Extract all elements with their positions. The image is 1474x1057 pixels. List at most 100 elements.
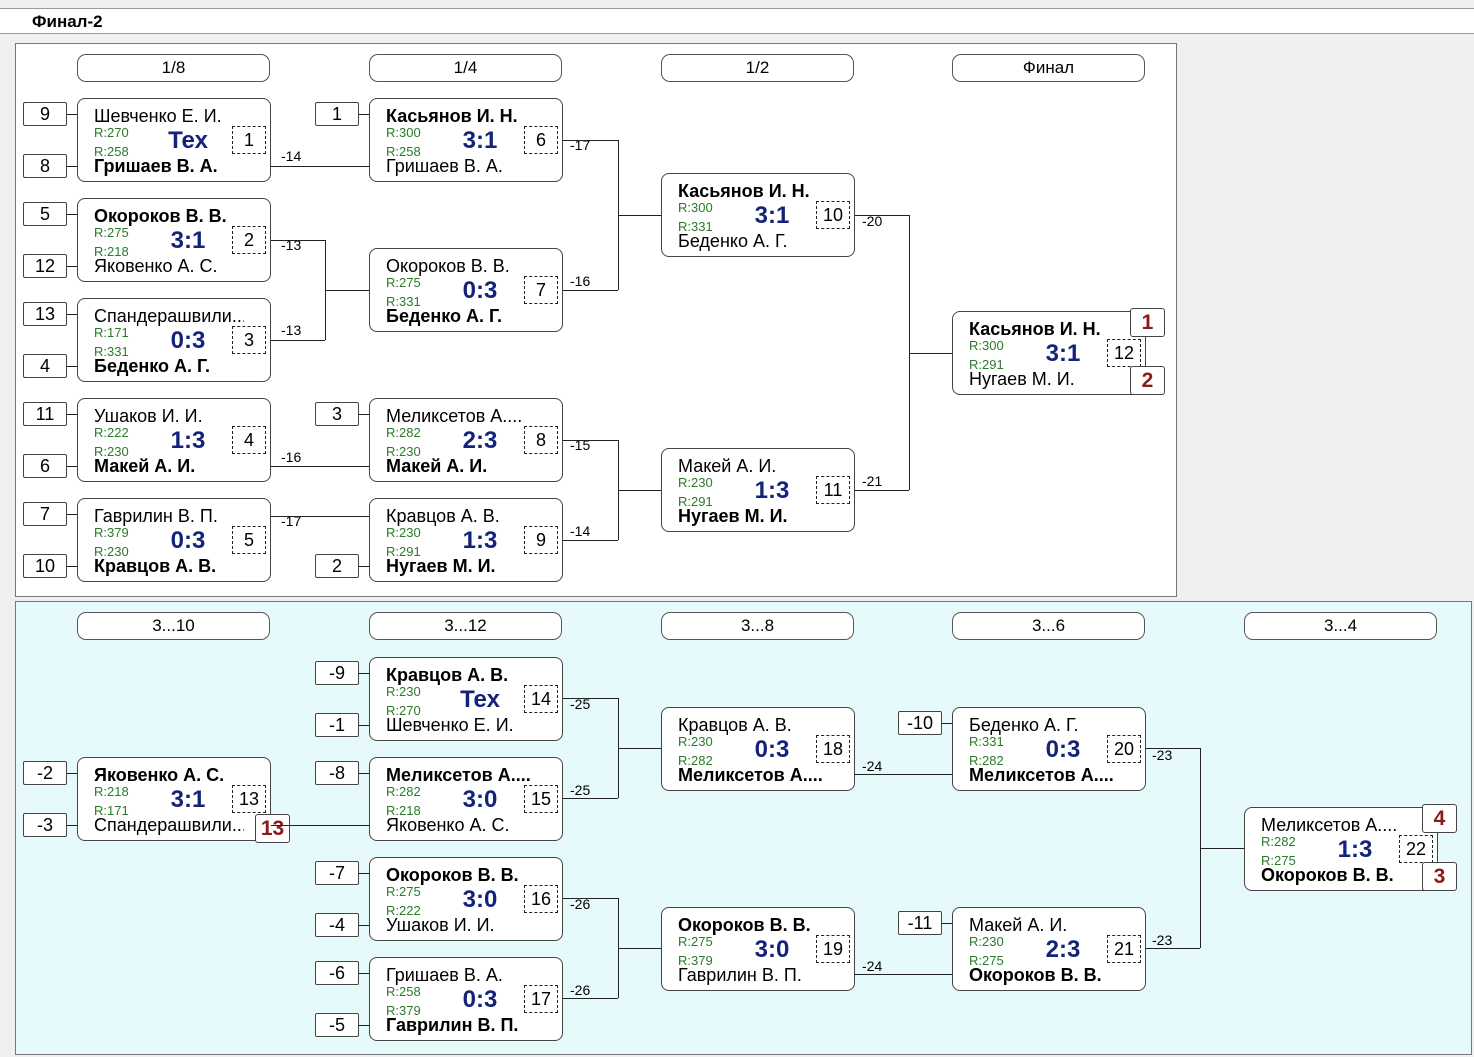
round-header[interactable]: 1/4 — [369, 54, 562, 82]
round-header[interactable]: 3...10 — [77, 612, 270, 640]
player-bottom-name: Окороков В. В. — [1261, 865, 1394, 885]
loser-destination: -26 — [570, 896, 591, 912]
player-top-name: Кравцов А. В. — [386, 665, 509, 685]
player-bottom-name: Нугаев М. И. — [386, 556, 496, 576]
player-bottom-rating: R:331 — [94, 344, 129, 359]
connector-line — [67, 166, 77, 167]
round-header[interactable]: 3...6 — [952, 612, 1145, 640]
round-header[interactable]: 1/8 — [77, 54, 270, 82]
seed-box-bottom: 4 — [23, 354, 67, 378]
connector-line — [359, 925, 369, 926]
player-top-name: Окороков В. В. — [386, 865, 519, 885]
match-number[interactable]: 9 — [524, 526, 558, 554]
match-number[interactable]: 5 — [232, 526, 266, 554]
match-number[interactable]: 3 — [232, 326, 266, 354]
match-score: 0:3 — [462, 986, 498, 1013]
connector-line — [855, 774, 952, 775]
round-header[interactable]: 3...12 — [369, 612, 562, 640]
player-bottom-rating: R:218 — [94, 244, 129, 259]
match-score: 1:3 — [754, 477, 790, 504]
round-header[interactable]: 3...8 — [661, 612, 854, 640]
match-number[interactable]: 4 — [232, 426, 266, 454]
match-number[interactable]: 14 — [524, 685, 558, 713]
connector-line — [359, 1025, 369, 1026]
seed-box-top: -2 — [23, 761, 67, 785]
connector-line — [1200, 848, 1244, 849]
player-bottom-name: Гаврилин В. П. — [386, 1015, 519, 1035]
player-top-name: Макей А. И. — [678, 456, 777, 476]
player-bottom-name: Меликсетов А.... — [678, 765, 823, 785]
player-top-name: Кравцов А. В. — [678, 715, 792, 735]
match-score: 0:3 — [1045, 736, 1081, 763]
seed-box-bottom: 2 — [315, 554, 359, 578]
connector-line — [942, 923, 952, 924]
player-top-rating: R:230 — [678, 475, 713, 490]
player-top-name: Окороков В. В. — [678, 915, 811, 935]
seed-box-bottom: 6 — [23, 454, 67, 478]
window-title-bar: Финал-2 — [0, 8, 1474, 34]
seed-box-top: 3 — [315, 402, 359, 426]
loser-destination: -21 — [862, 473, 883, 489]
connector-line — [271, 516, 369, 517]
match-number[interactable]: 10 — [816, 201, 850, 229]
match-score: 0:3 — [170, 327, 206, 354]
match-number[interactable]: 7 — [524, 276, 558, 304]
match-score: 3:0 — [754, 936, 790, 963]
loser-destination: -17 — [281, 513, 302, 529]
match-number[interactable]: 22 — [1399, 835, 1433, 863]
seed-box-top: 9 — [23, 102, 67, 126]
match-number[interactable]: 17 — [524, 985, 558, 1013]
player-top-rating: R:171 — [94, 325, 129, 340]
player-top-rating: R:300 — [678, 200, 713, 215]
match-number[interactable]: 19 — [816, 935, 850, 963]
match-number[interactable]: 21 — [1107, 935, 1141, 963]
match-number[interactable]: 20 — [1107, 735, 1141, 763]
connector-line — [67, 266, 77, 267]
match-number[interactable]: 13 — [232, 785, 266, 813]
player-bottom-name: Меликсетов А.... — [969, 765, 1114, 785]
match-number[interactable]: 11 — [816, 476, 850, 504]
match-number[interactable]: 6 — [524, 126, 558, 154]
connector-line — [67, 773, 77, 774]
player-bottom-name: Яковенко А. С. — [94, 256, 218, 276]
connector-line — [855, 215, 909, 216]
round-header[interactable]: 1/2 — [661, 54, 854, 82]
match-number[interactable]: 1 — [232, 126, 266, 154]
match-number[interactable]: 8 — [524, 426, 558, 454]
round-header[interactable]: 3...4 — [1244, 612, 1437, 640]
player-bottom-rating: R:275 — [1261, 853, 1296, 868]
player-bottom-rating: R:282 — [678, 753, 713, 768]
round-header[interactable]: Финал — [952, 54, 1145, 82]
connector-line — [1146, 948, 1200, 949]
match-number[interactable]: 16 — [524, 885, 558, 913]
player-bottom-rating: R:291 — [678, 494, 713, 509]
player-top-name: Яковенко А. С. — [94, 765, 225, 785]
match-number[interactable]: 2 — [232, 226, 266, 254]
match-number[interactable]: 12 — [1107, 339, 1141, 367]
match-number[interactable]: 15 — [524, 785, 558, 813]
connector-line — [909, 353, 952, 354]
match-number[interactable]: 18 — [816, 735, 850, 763]
